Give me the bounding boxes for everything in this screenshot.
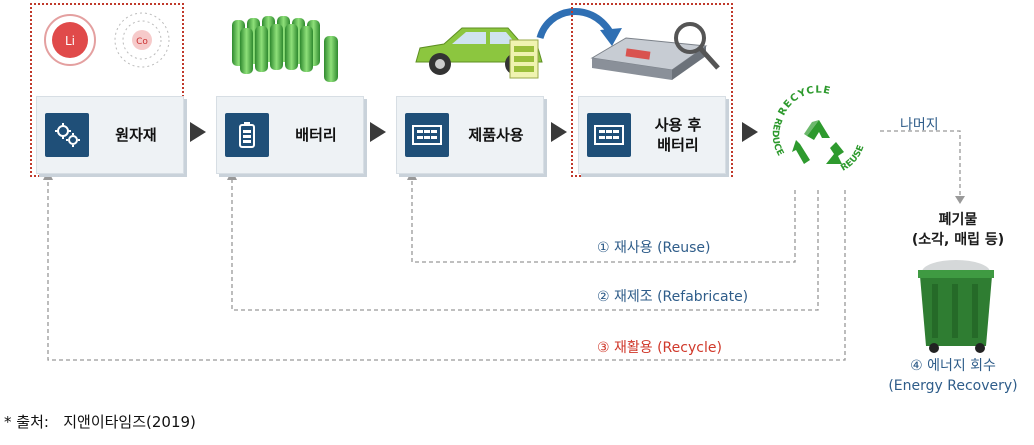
- energy-recovery-label: ④ 에너지 회수 (Energy Recovery): [878, 356, 1028, 396]
- source-note: * 출처: 지앤이타임즈(2019): [4, 413, 196, 431]
- arrow-right-icon: [190, 122, 206, 142]
- stage-label: 배터리: [295, 126, 337, 144]
- flow-recycle-label: ③ 재활용 (Recycle): [597, 340, 722, 356]
- svg-text:REUSE: REUSE: [839, 144, 866, 174]
- recycle-logo-icon: RECYCLE REDUCE REUSE: [770, 85, 867, 174]
- svg-text:RECYCLE: RECYCLE: [777, 85, 832, 118]
- stage-battery: 배터리: [216, 96, 364, 174]
- energy-line1: ④ 에너지 회수: [910, 358, 996, 374]
- gears-icon: [45, 113, 89, 157]
- arrow-right-icon: [742, 122, 758, 142]
- waste-line2: (소각, 매립 등): [911, 232, 1005, 248]
- used-battery-pack-icon: [590, 22, 720, 80]
- stage-label: 원자재: [115, 126, 157, 144]
- arrow-right-icon: [370, 122, 386, 142]
- stage-raw-material: 원자재: [36, 96, 184, 174]
- waste-label: 폐기물 (소각, 매립 등): [900, 210, 1016, 250]
- arrow-right-icon: [551, 122, 567, 142]
- remainder-label: 나머지: [900, 117, 939, 133]
- recycle-right-text: REUSE: [839, 144, 866, 174]
- energy-line2: (Energy Recovery): [888, 378, 1018, 394]
- electric-car-icon: [415, 27, 543, 79]
- stage-label: 제품사용: [468, 126, 524, 144]
- flow-refabricate-label: ② 재제조 (Refabricate): [597, 289, 749, 305]
- battery-pack-icon: [405, 113, 449, 157]
- waste-line1: 폐기물: [938, 212, 978, 228]
- stage-label: 사용 후 배터리: [654, 116, 702, 154]
- stage-product-use: 제품사용: [396, 96, 544, 174]
- cobalt-atom-icon: Co: [114, 12, 170, 68]
- svg-text:REDUCE: REDUCE: [770, 116, 785, 158]
- recycle-top-text: RECYCLE: [777, 85, 831, 118]
- lithium-atom-icon: Li: [44, 14, 96, 66]
- flow-reuse-label: ① 재사용 (Reuse): [597, 240, 711, 256]
- atom-li-label: Li: [65, 34, 75, 48]
- used-battery-highlight-box: [571, 3, 733, 177]
- raw-material-highlight-box: [30, 3, 184, 177]
- atom-co-label: Co: [136, 37, 148, 47]
- recycle-left-text: REDUCE: [770, 116, 785, 158]
- battery-cells-icon: [232, 16, 338, 82]
- battery-icon: [225, 113, 269, 157]
- battery-pack-icon: [587, 113, 631, 157]
- waste-bin-icon: [918, 260, 994, 353]
- stage-used-battery: 사용 후 배터리: [578, 96, 726, 174]
